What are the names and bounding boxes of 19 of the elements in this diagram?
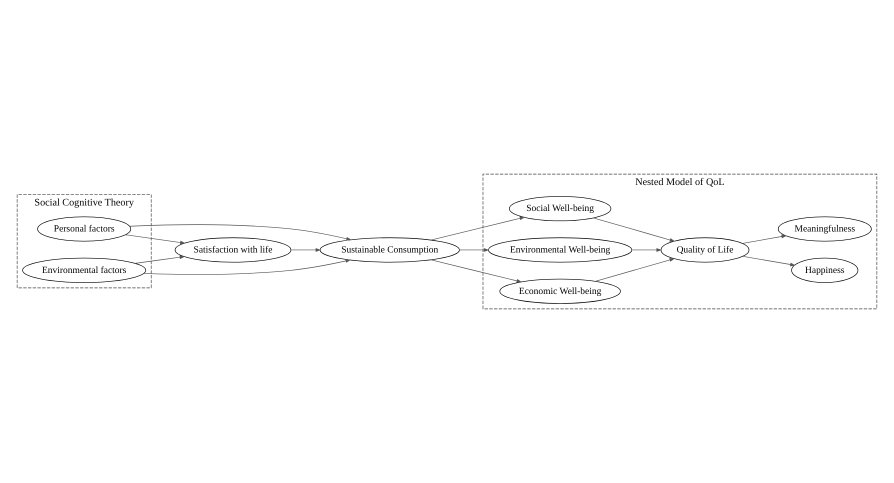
arrow: [430, 216, 526, 240]
node-ellipse: Satisfaction with life: [174, 237, 292, 262]
arrow: [632, 248, 662, 252]
arrow: [742, 234, 787, 244]
arrow: [130, 224, 352, 241]
node-ellipse: Personal factors: [37, 216, 132, 242]
arrow: [143, 259, 352, 275]
arrow: [742, 256, 796, 266]
node-ellipse: Environmental factors: [22, 258, 146, 283]
arrow: [593, 218, 676, 242]
arrow: [595, 258, 675, 282]
arrow: [134, 255, 186, 264]
node-ellipse: Meaningfulness: [778, 216, 872, 242]
arrow: [290, 248, 322, 252]
arrow: [125, 234, 186, 244]
arrow: [430, 260, 522, 283]
arrow: [459, 248, 490, 252]
node-ellipse: Environmental Well-being: [488, 237, 632, 262]
node-ellipse: Happiness: [791, 258, 858, 283]
